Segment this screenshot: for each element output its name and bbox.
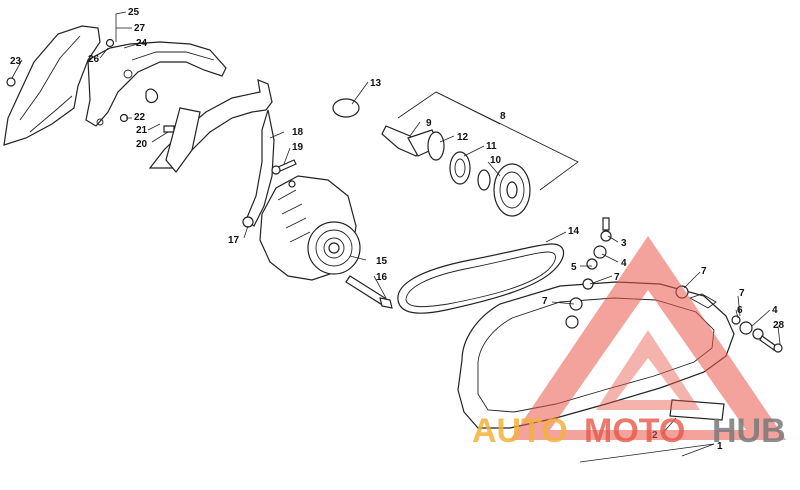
callout-25: 25 — [128, 7, 140, 18]
alternator-part — [242, 175, 361, 281]
callout-24: 24 — [136, 38, 148, 49]
callout-11: 11 — [486, 141, 497, 152]
callout-10: 10 — [490, 155, 502, 166]
callout-4: 4 — [772, 305, 778, 316]
watermark-triangle-icon — [510, 236, 786, 440]
callout-12: 12 — [457, 132, 469, 143]
watermark-logo: AUTO MOTO HUB — [472, 236, 786, 450]
drive-belt-part — [397, 243, 565, 314]
callout-numbers: 1 2 3 4 4 5 6 7 7 7 7 8 9 10 11 12 13 14… — [10, 7, 785, 452]
callout-9: 9 — [426, 118, 432, 129]
callout-7: 7 — [739, 288, 745, 299]
watermark-auto: AUTO — [472, 412, 568, 450]
callout-7: 7 — [701, 266, 707, 277]
watermark-moto: MOTO — [584, 412, 685, 450]
callout-1: 1 — [717, 441, 723, 452]
callout-21: 21 — [136, 125, 148, 136]
callout-8: 8 — [500, 111, 506, 122]
callout-5: 5 — [571, 262, 577, 273]
mounting-bracket-part — [148, 79, 275, 227]
long-bolt-part — [345, 275, 393, 309]
callout-20: 20 — [136, 139, 148, 150]
callout-26: 26 — [88, 54, 100, 65]
callout-3: 3 — [621, 238, 627, 249]
callout-18: 18 — [292, 127, 304, 138]
callout-13: 13 — [370, 78, 382, 89]
callout-23: 23 — [10, 56, 22, 67]
watermark-hub: HUB — [712, 412, 786, 450]
callout-7: 7 — [614, 272, 620, 283]
callout-22: 22 — [134, 112, 146, 123]
small-bolt-part — [271, 159, 297, 175]
callout-27: 27 — [134, 23, 146, 34]
group-bracket-line — [397, 91, 579, 191]
callout-19: 19 — [292, 142, 304, 153]
callout-16: 16 — [376, 272, 388, 283]
leader-lines — [11, 11, 781, 463]
callout-15: 15 — [376, 256, 388, 267]
callout-7: 7 — [542, 296, 548, 307]
pulley-assembly-part — [332, 98, 531, 217]
callout-17: 17 — [228, 235, 240, 246]
callout-6: 6 — [737, 305, 743, 316]
callout-28: 28 — [773, 320, 785, 331]
callout-14: 14 — [568, 226, 580, 237]
upper-shield-part — [3, 25, 227, 146]
callout-4: 4 — [621, 258, 627, 269]
